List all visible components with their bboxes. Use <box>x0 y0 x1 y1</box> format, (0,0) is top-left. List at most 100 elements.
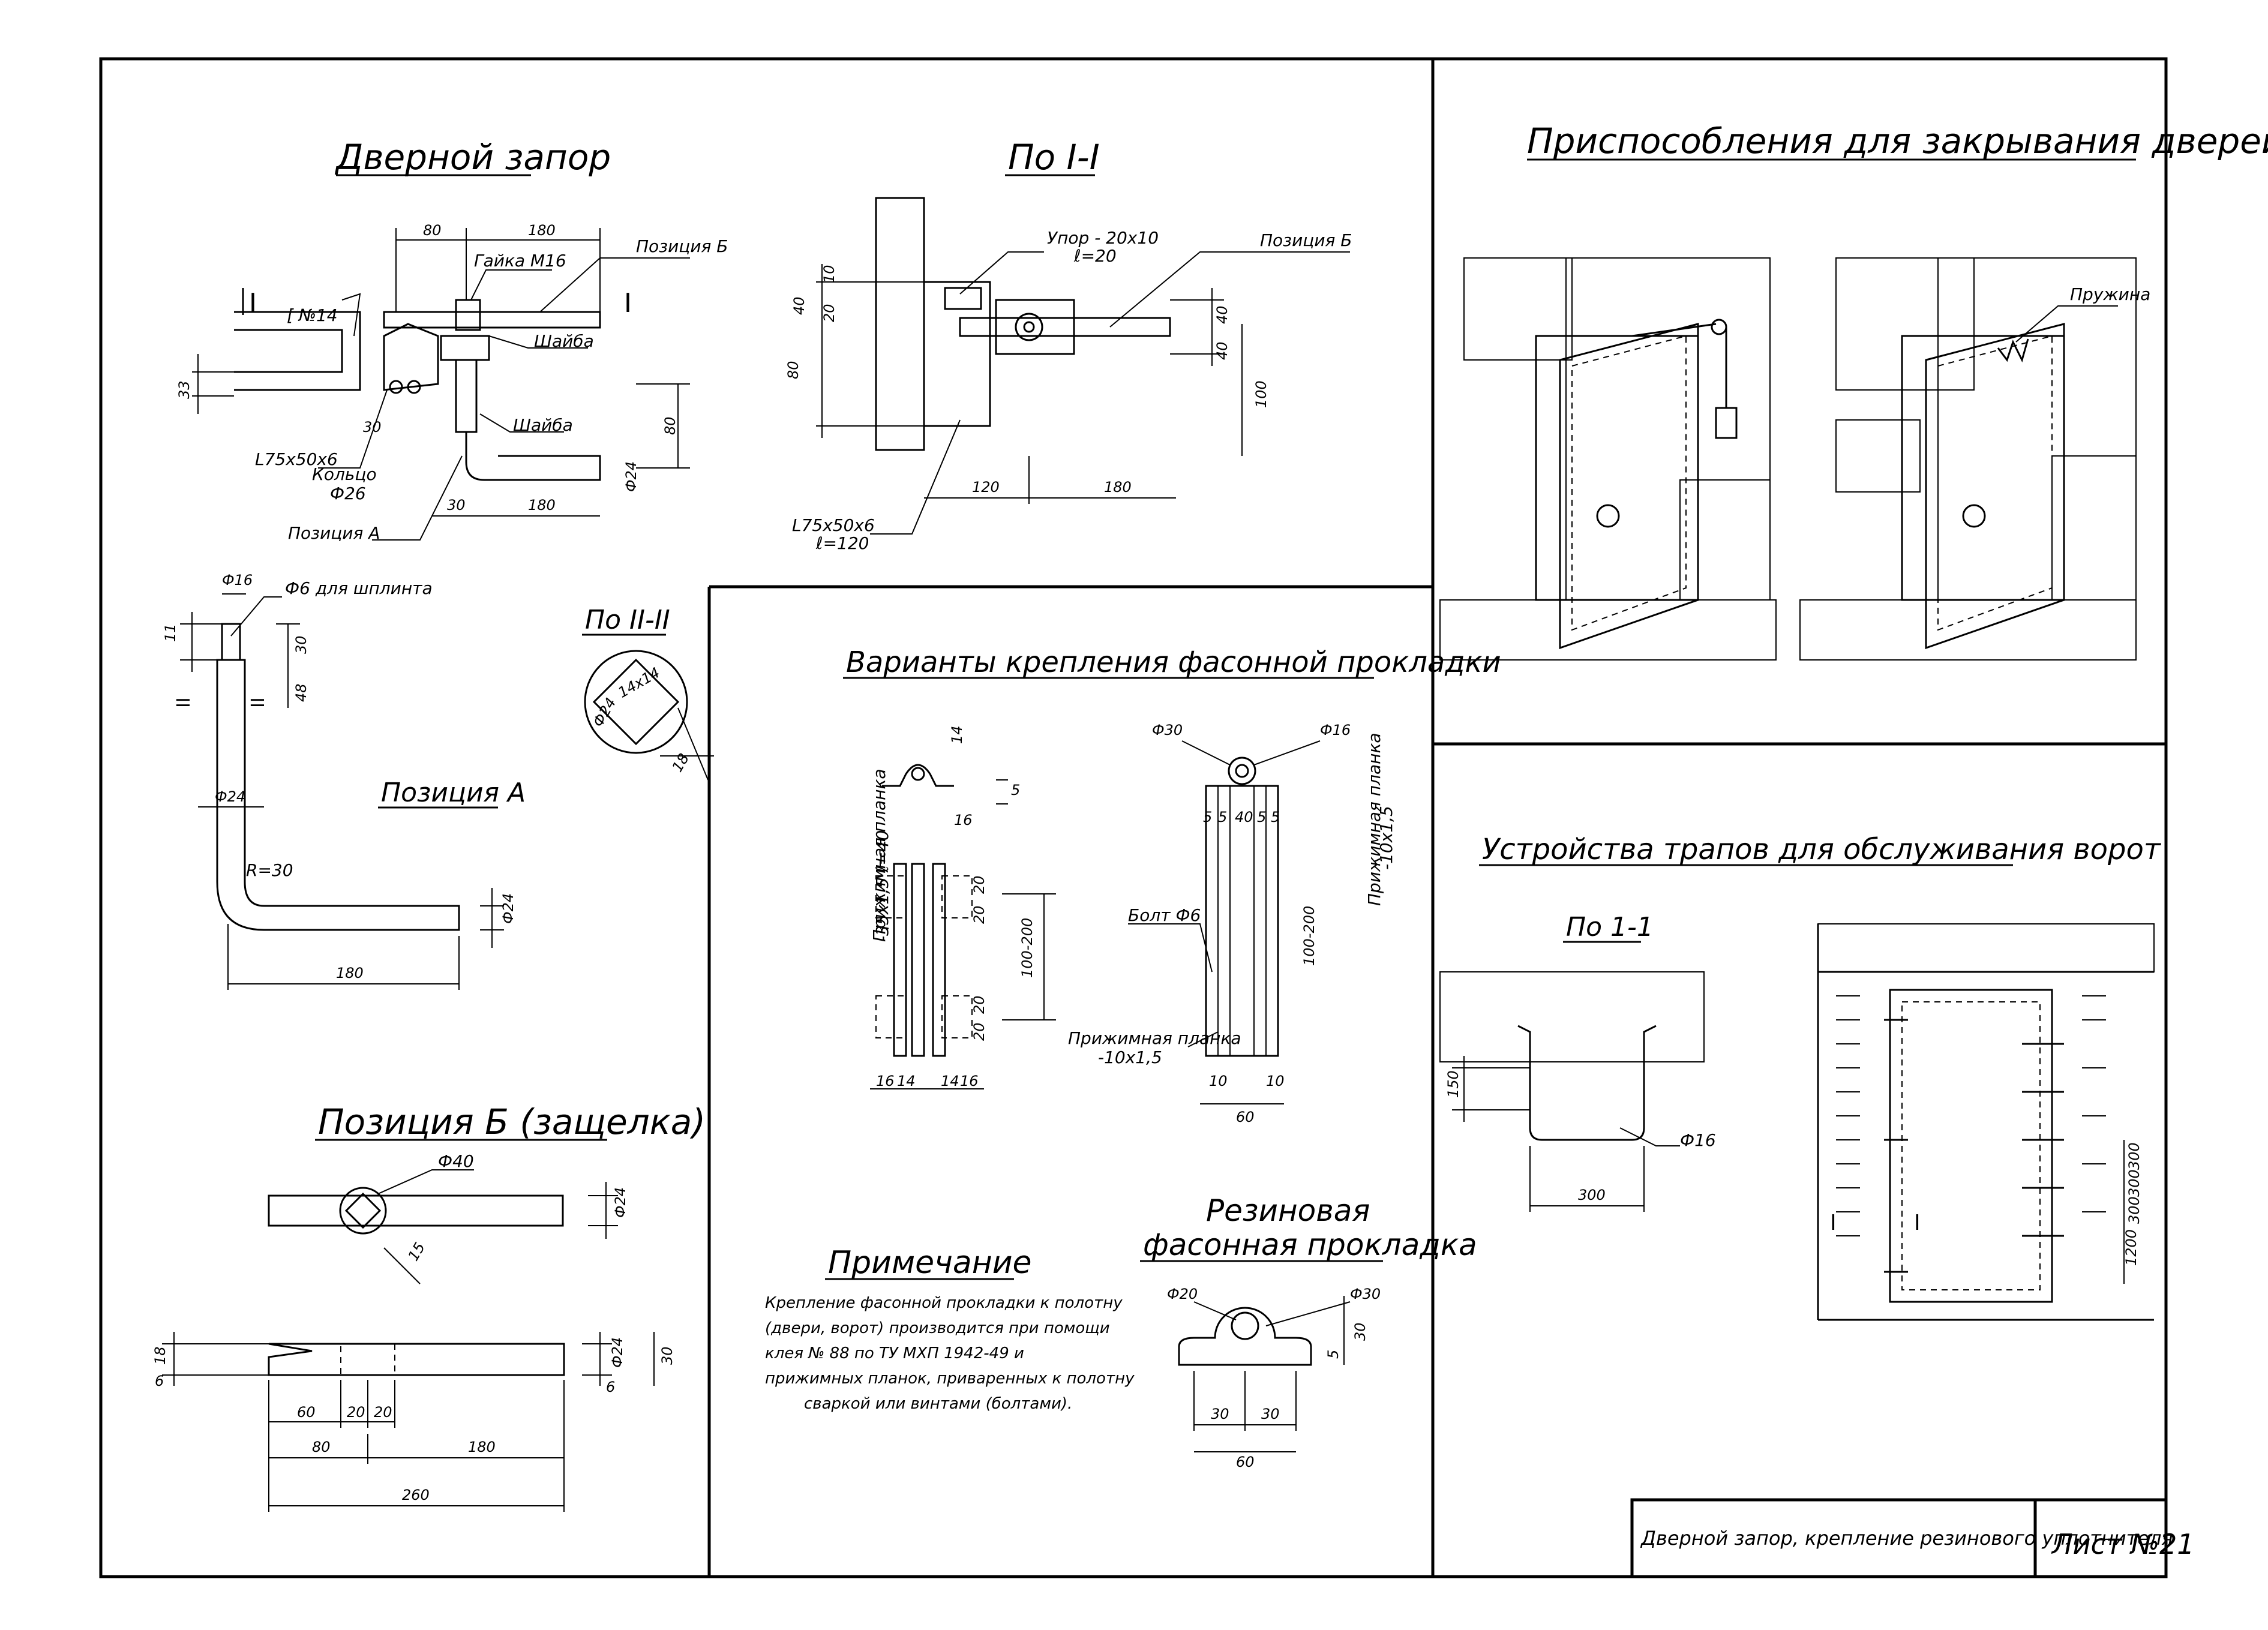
label-clamp-strip-2: Прижимная планка <box>1364 733 1384 906</box>
label-angle: L75x50x6 <box>255 449 338 469</box>
label-stop-len: ℓ=20 <box>1073 246 1117 266</box>
note-block: Примечание Крепление фасонной прокладки … <box>765 1245 1135 1413</box>
dim-33: 33 <box>176 380 193 399</box>
dim-5f: 5 <box>1325 1350 1342 1359</box>
dim-40c: 40 <box>1214 341 1231 360</box>
label-angle-2: L75x50x6 <box>792 515 875 535</box>
dim-80a: 80 <box>423 222 442 239</box>
note-line-4: прижимных планок, приваренных к полотну <box>765 1370 1135 1388</box>
dim-150: 150 <box>1445 1070 1462 1098</box>
dim-48: 48 <box>293 683 310 702</box>
dim-10c: 10 <box>1266 1073 1285 1089</box>
dim-5b: 5 <box>1203 809 1212 825</box>
dim-260: 260 <box>402 1487 430 1503</box>
dim-100-200a: 100-200 <box>1019 918 1036 978</box>
dim-24f: Ф24 <box>609 1337 626 1368</box>
dim-30f: 30 <box>1211 1406 1229 1422</box>
label-channel: [ №14 <box>287 305 338 325</box>
dim-18b: 18 <box>152 1346 169 1365</box>
label-spring: Пружина <box>2070 284 2150 304</box>
dim-20d: 20 <box>971 1022 988 1041</box>
dim-30g: 30 <box>1261 1406 1280 1422</box>
dim-30d: 30 <box>659 1346 676 1365</box>
title-door-latch: Дверной запор <box>334 137 611 178</box>
fastening-variants-drawing: Варианты крепления фасонной прокладки 14… <box>843 646 1501 1125</box>
dim-16d: 16 <box>960 1073 979 1089</box>
dim-40b: 40 <box>1214 305 1231 324</box>
dim-300b: 300 <box>2126 1169 2143 1197</box>
dim-10: 10 <box>821 265 838 283</box>
label-cotter: Ф6 для шплинта <box>285 578 433 598</box>
rung-group <box>1884 1019 2064 1273</box>
section-mark-gangway-2: I <box>1914 1211 1921 1235</box>
label-bolt: Болт Ф6 <box>1128 905 1201 925</box>
section-mark-ii-right: II <box>248 697 269 708</box>
section-mark-ii-left: II <box>173 697 194 708</box>
dim-40d: 40 <box>1235 809 1253 825</box>
title-rubber-gasket-1: Резиновая <box>1206 1193 1370 1228</box>
dim-180e: 180 <box>468 1439 496 1455</box>
wall-marks <box>1836 995 2106 1236</box>
dim-16b: 16 <box>954 812 973 828</box>
dim-16phi2: Ф16 <box>1680 1130 1716 1150</box>
dim-30e: 30 <box>1352 1322 1369 1341</box>
dim-5a: 5 <box>1011 782 1020 799</box>
dim-60b: 60 <box>297 1404 316 1421</box>
dim-30phi2: Ф30 <box>1350 1286 1381 1302</box>
dim-24a: Ф24 <box>623 461 640 492</box>
section-mark-gangway-1: I <box>1830 1211 1837 1235</box>
dim-20phi: Ф20 <box>1167 1286 1198 1302</box>
section-1-1-latch-drawing: По I-I 10 20 40 80 40 40 100 120 180 Упо… <box>785 137 1352 553</box>
label-ring-dia: Ф26 <box>330 484 366 503</box>
label-position-b-ref: Позиция Б <box>636 236 728 256</box>
title-closing-devices: Приспособления для закрывания дверей тип… <box>1527 121 2268 161</box>
dim-11: 11 <box>162 623 179 642</box>
dim-18a: 18 <box>669 751 693 775</box>
dim-10b: 10 <box>1209 1073 1228 1089</box>
dim-180b: 180 <box>528 497 556 514</box>
dim-300a: 300 <box>2126 1196 2143 1224</box>
sheet-frame <box>99 57 2168 1578</box>
dim-14: 14 <box>949 725 965 744</box>
dim-14sq: 14х14 <box>615 664 662 701</box>
dim-6b: 6 <box>606 1379 615 1395</box>
title-section-2-2: По II-II <box>585 605 670 635</box>
dim-15: 15 <box>405 1239 429 1263</box>
dim-5d: 5 <box>1257 809 1266 825</box>
gangway-device-drawing: Устройства трапов для обслуживания ворот… <box>1439 833 2162 1321</box>
dim-40a: 40 <box>791 296 808 315</box>
title-gangway-device: Устройства трапов для обслуживания ворот <box>1482 833 2162 866</box>
dim-120: 120 <box>972 479 1000 496</box>
label-clamp-strip-3-size: -10x1,5 <box>1098 1047 1162 1067</box>
door-latch-drawing: Дверной запор 80 180 33 30 80 Ф24 30 180 <box>176 137 728 543</box>
dim-20c: 20 <box>971 995 988 1014</box>
label-clamp-strip-1-size: -35x1,5 ℓ=40 <box>872 830 892 942</box>
label-position-b-ref-2: Позиция Б <box>1260 230 1352 250</box>
dim-20a: 20 <box>971 875 988 894</box>
dim-5c: 5 <box>1218 809 1227 825</box>
stamp-title: Дверной запор, крепление резинового упло… <box>1640 1527 2173 1550</box>
dim-16c: 16 <box>876 1073 895 1089</box>
title-note: Примечание <box>828 1245 1032 1281</box>
note-line-3: клея № 88 по ТУ МХП 1942-49 и <box>765 1344 1024 1362</box>
dim-20: 20 <box>821 304 838 322</box>
position-b-drawing: Позиция Б (защелка) Ф40 Ф24 15 18 6 Ф24 … <box>152 1101 706 1512</box>
dim-20f: 20 <box>374 1404 392 1421</box>
dim-180c: 180 <box>1104 479 1132 496</box>
section-mark-left: I <box>249 288 257 319</box>
dim-60c: 60 <box>1236 1454 1255 1470</box>
label-angle-2-len: ℓ=120 <box>815 533 869 553</box>
title-rubber-gasket-2: фасонная прокладка <box>1143 1227 1477 1262</box>
dim-5e: 5 <box>1271 809 1280 825</box>
dim-24e: Ф24 <box>612 1187 629 1218</box>
dim-24d: Ф24 <box>590 695 620 730</box>
dim-80c: 80 <box>785 361 802 379</box>
dim-6a: 6 <box>155 1373 164 1389</box>
dim-60a: 60 <box>1236 1109 1255 1125</box>
dim-100: 100 <box>1253 380 1270 408</box>
dim-180a: 180 <box>528 222 556 239</box>
dim-300c: 300 <box>2126 1142 2143 1170</box>
rubber-gasket-drawing: Резиновая фасонная прокладка Ф20 Ф30 30 … <box>1140 1193 1477 1470</box>
dim-16: Ф16 <box>222 572 253 589</box>
dim-20e: 20 <box>347 1404 365 1421</box>
